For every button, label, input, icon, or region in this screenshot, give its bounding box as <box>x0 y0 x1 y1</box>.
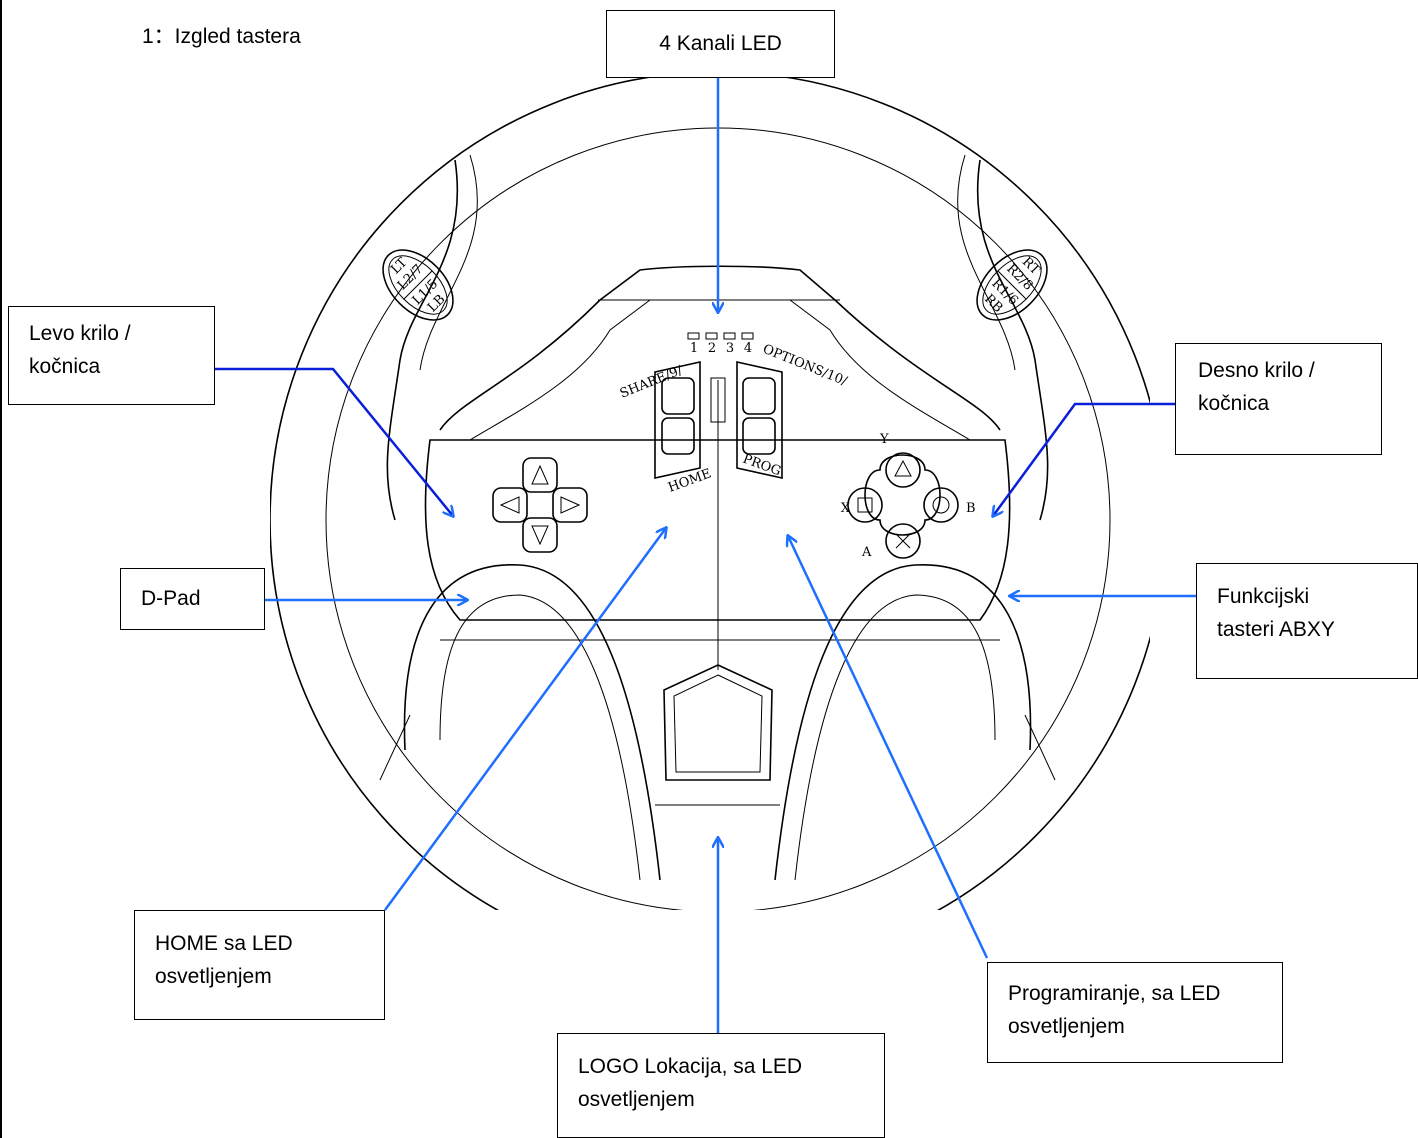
svg-text:X: X <box>841 501 851 516</box>
dpad-down-icon <box>531 525 549 546</box>
svg-text:4: 4 <box>744 341 752 356</box>
dpad-down-button <box>522 517 558 553</box>
page-heading: 1：Izgled tastera <box>142 25 301 48</box>
options-label: OPTIONS/10/ <box>761 342 850 390</box>
square-icon <box>857 497 873 513</box>
triangle-icon <box>894 459 912 477</box>
pointer-arrows <box>215 78 1196 1033</box>
x-button <box>847 487 883 523</box>
page-left-border <box>0 0 2 1138</box>
arrow-home <box>383 528 666 911</box>
b-button <box>923 487 959 523</box>
dpad-right-icon <box>560 496 581 514</box>
callout-channels-led: 4 Kanali LED <box>606 10 835 78</box>
options-button <box>742 377 776 415</box>
svg-text:2: 2 <box>708 341 716 356</box>
home-button <box>661 417 695 455</box>
arrow-prog <box>788 536 989 959</box>
callout-right-wing: Desno krilo / kočnica <box>1175 343 1382 455</box>
callout-home: HOME sa LED osvetljenjem <box>134 910 385 1020</box>
callout-prog: Programiranje, sa LED osvetljenjem <box>987 962 1283 1063</box>
svg-text:1: 1 <box>690 341 698 356</box>
share-home-panel[interactable]: SHARE/9/ HOME <box>618 361 714 496</box>
dpad-left-button <box>492 487 528 523</box>
arrow-right-wing <box>993 402 1175 516</box>
prog-button <box>742 417 776 455</box>
center-led-slot <box>710 377 726 423</box>
arrow-left-wing <box>215 367 453 516</box>
dpad-up-icon <box>531 464 549 485</box>
d-pad[interactable] <box>492 457 588 553</box>
upper-spoke <box>439 265 1001 431</box>
right-grip <box>976 159 1049 521</box>
y-button <box>885 452 921 488</box>
face-plate <box>424 439 1011 621</box>
callout-abxy: Funkcijski tasteri ABXY <box>1196 563 1418 679</box>
dpad-right-button <box>552 487 588 523</box>
right-lower-arch <box>774 564 1032 881</box>
callout-dpad: D-Pad <box>120 568 265 630</box>
a-button <box>885 523 921 559</box>
callout-logo: LOGO Lokacija, sa LED osvetljenjem <box>557 1033 885 1138</box>
svg-text:B: B <box>966 501 976 516</box>
right-paddle-buttons[interactable]: RT R2/8 R1/6 RB <box>964 237 1060 333</box>
logo-plate <box>663 664 773 781</box>
left-paddle-buttons[interactable]: LT L2/7 L1/5 LB <box>370 237 466 333</box>
left-grip <box>386 159 459 521</box>
svg-text:Y: Y <box>879 432 889 447</box>
dpad-left-icon <box>499 496 520 514</box>
options-prog-panel[interactable]: OPTIONS/10/ PROG <box>736 342 850 480</box>
led-channel-indicators: 1 2 3 4 <box>687 332 754 356</box>
cross-icon <box>895 533 911 549</box>
circle-icon <box>932 496 950 514</box>
callout-left-wing: Levo krilo / kočnica <box>8 306 215 405</box>
svg-text:3: 3 <box>726 341 734 356</box>
svg-text:A: A <box>861 545 872 560</box>
left-lower-arch <box>403 564 661 881</box>
share-label: SHARE/9/ <box>618 363 685 402</box>
dpad-up-button <box>522 457 558 493</box>
abxy-buttons[interactable]: Y X B A <box>841 432 976 560</box>
share-button <box>661 377 695 415</box>
svg-text:PROG: PROG <box>741 452 783 480</box>
